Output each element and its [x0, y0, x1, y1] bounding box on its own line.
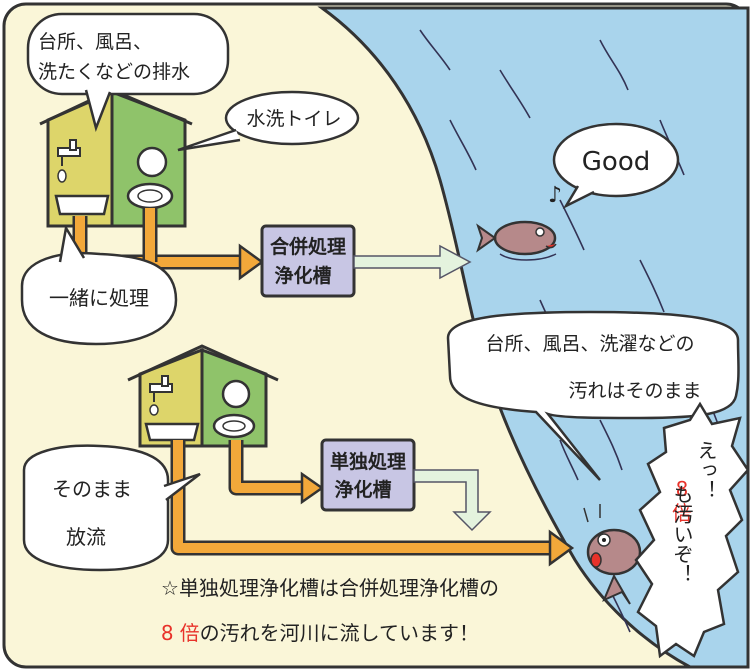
treat-together-text: 一緒に処理	[49, 286, 149, 310]
toilet-icon	[126, 146, 174, 210]
lower-house	[127, 344, 279, 448]
kitchen-drain-text-2: 洗たくなどの排水	[38, 61, 190, 83]
surprise-bubble	[634, 401, 750, 659]
single-tank-label-2: 浄化槽	[334, 478, 391, 501]
dirty-water-bubble	[446, 310, 740, 481]
toilet-icon	[212, 379, 256, 439]
discharge-text-1: そのまま	[52, 477, 132, 501]
sink-to-river-pipe	[170, 440, 575, 567]
treat-together-bubble	[20, 224, 178, 346]
caption-line-2-rest: の汚れを河川に流しています！	[200, 621, 479, 645]
toilet-bubble-text: 水洗トイレ	[246, 108, 341, 130]
faucet-icon	[149, 375, 173, 416]
caption-bai: 倍	[180, 621, 200, 645]
caption-number: 8	[161, 621, 174, 645]
caption-line-1: ☆単独処理浄化槽は合併処理浄化槽の	[161, 576, 499, 600]
kitchen-drain-text-1: 台所、風呂、	[38, 31, 152, 53]
surprise-bai: 倍	[672, 501, 692, 525]
happy-fish-icon	[476, 220, 557, 261]
faucet-icon	[57, 139, 81, 183]
surprise-number: 8	[676, 477, 689, 501]
combined-outlet-arrow	[353, 244, 472, 280]
surprise-text-3: も汚いぞ！	[670, 484, 694, 584]
sink-icon	[144, 422, 200, 442]
good-bubble	[552, 122, 680, 210]
surprise-text-1: えっ！	[694, 440, 718, 500]
toilet-to-single-pipe	[228, 440, 325, 505]
sad-fish-icon	[583, 504, 642, 605]
dirty-water-text-2: 汚れはそのまま	[568, 380, 701, 402]
discharge-text-2: 放流	[66, 525, 106, 549]
kitchen-drain-bubble	[26, 12, 230, 133]
pipe-arrow-head	[238, 243, 265, 281]
music-note-icon: ♪	[548, 183, 562, 208]
dirty-water-text-1: 台所、風呂、洗濯などの	[485, 333, 694, 355]
discharge-bubble	[22, 444, 201, 572]
toilet-bubble	[177, 90, 360, 152]
good-bubble-text: Good	[582, 147, 650, 177]
combined-tank-label-2: 浄化槽	[274, 264, 331, 287]
sink-icon	[54, 194, 110, 216]
combined-tank-label-1: 合併処理	[270, 235, 346, 258]
single-tank-label-1: 単独処理	[330, 450, 406, 473]
single-outlet-arrow	[413, 469, 492, 532]
